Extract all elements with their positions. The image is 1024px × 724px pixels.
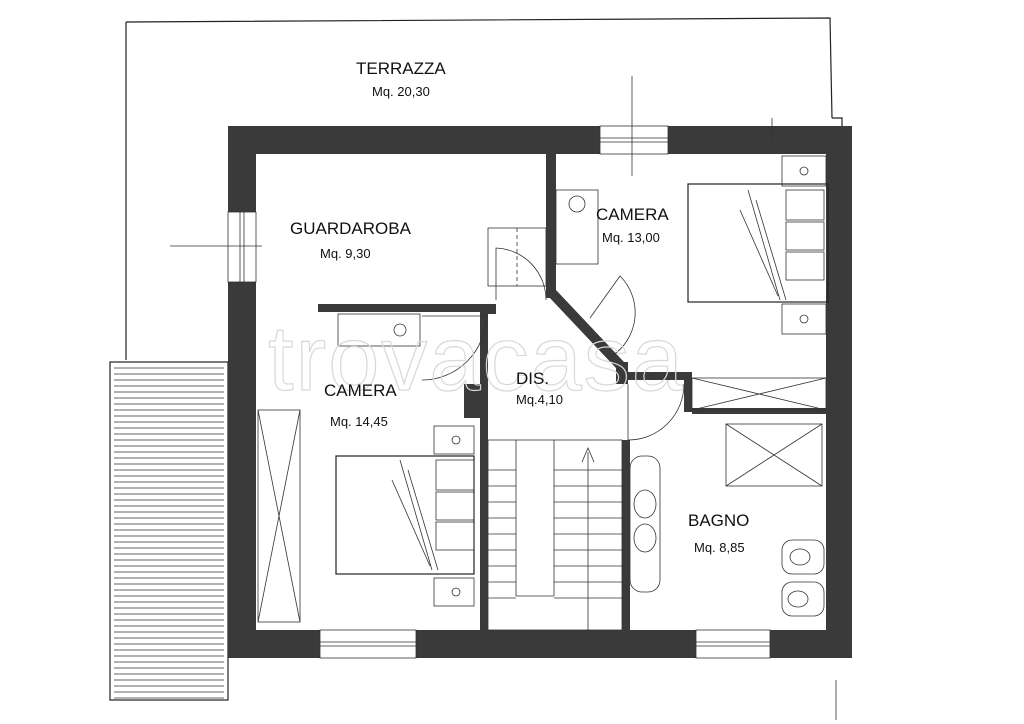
room-area-terrazza: Mq. 20,30 <box>372 84 430 99</box>
room-area-camera-ne: Mq. 13,00 <box>602 230 660 245</box>
interior-walls <box>318 152 828 630</box>
room-name-guardaroba: GUARDAROBA <box>290 219 412 238</box>
windows <box>227 125 771 659</box>
room-area-disimpegno: Mq.4,10 <box>516 392 563 407</box>
section-marks <box>170 76 837 720</box>
room-name-disimpegno: DIS. <box>516 369 549 388</box>
bathroom-fixtures <box>629 377 827 617</box>
room-area-camera-sw: Mq. 14,45 <box>330 414 388 429</box>
interior-staircase <box>487 439 623 631</box>
wardrobe-closet <box>337 227 547 347</box>
door-swings <box>421 247 685 441</box>
room-name-bagno: BAGNO <box>688 511 749 530</box>
watermark: trovacasa <box>268 308 685 410</box>
bed-ne <box>555 155 829 335</box>
exterior-staircase <box>109 361 229 701</box>
bed-sw <box>257 409 475 623</box>
room-area-guardaroba: Mq. 9,30 <box>320 246 371 261</box>
room-name-camera-sw: CAMERA <box>324 381 397 400</box>
room-name-terrazza: TERRAZZA <box>356 59 446 78</box>
outer-walls <box>228 126 852 658</box>
room-name-camera-ne: CAMERA <box>596 205 669 224</box>
room-area-bagno: Mq. 8,85 <box>694 540 745 555</box>
